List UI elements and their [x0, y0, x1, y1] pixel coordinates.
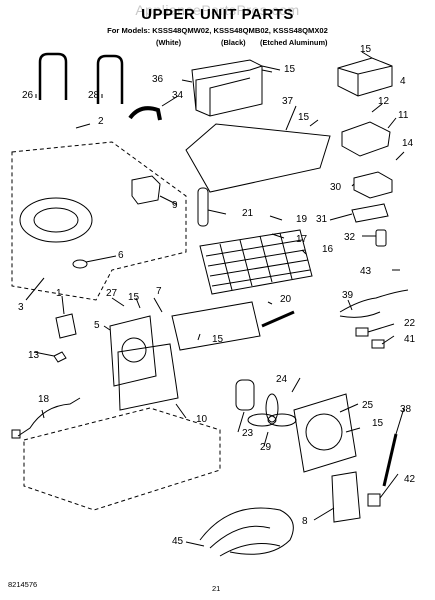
- page-number: 21: [212, 584, 221, 593]
- callout: 39: [342, 290, 354, 301]
- callout: 14: [402, 138, 414, 149]
- evaporator-cover: [191, 59, 263, 117]
- callout: 15: [284, 64, 296, 75]
- condenser-coil: [199, 229, 313, 295]
- finish-etched-aluminum: (Etched Aluminum): [260, 38, 328, 47]
- filter-drier: [197, 187, 209, 227]
- overload-relay: [131, 175, 161, 205]
- upper-cover-plate: [185, 123, 331, 193]
- base-plate: [117, 343, 179, 411]
- wire-harness-45: [199, 507, 294, 557]
- callout: 34: [172, 90, 184, 101]
- callout: 25: [362, 400, 374, 411]
- callout: 9: [172, 200, 178, 211]
- condenser-bracket: [171, 301, 261, 351]
- page-title: UPPER UNIT PARTS: [141, 6, 294, 23]
- callout: 29: [260, 442, 272, 453]
- callout: 30: [330, 182, 342, 193]
- model-list: For Models: KSSS48QMW02, KSSS48QMB02, KS…: [107, 26, 328, 35]
- finish-white: (White): [156, 38, 182, 47]
- document-number: 8214576: [8, 580, 38, 589]
- lower-base-region: [23, 407, 221, 511]
- callout: 15: [128, 292, 140, 303]
- heater-tube: [261, 310, 295, 328]
- control-board: [341, 121, 391, 157]
- callout: 18: [38, 394, 50, 405]
- callout: 38: [400, 404, 412, 415]
- callout: 31: [316, 214, 328, 225]
- callout: 6: [118, 250, 124, 261]
- callout: 26: [22, 90, 34, 101]
- callout: 45: [172, 536, 184, 547]
- terminal-41: [371, 339, 385, 349]
- wire-harness-39: [339, 289, 409, 318]
- callout: 16: [322, 244, 334, 255]
- callout: 15: [298, 112, 310, 123]
- callout: 32: [344, 232, 356, 243]
- callout: 22: [404, 318, 416, 329]
- callout: 19: [296, 214, 308, 225]
- tube-bracket-26: [38, 52, 68, 100]
- callout: 15: [212, 334, 224, 345]
- callout: 28: [88, 90, 100, 101]
- capacitor: [375, 229, 387, 247]
- callout: 36: [152, 74, 164, 85]
- damper-rod: [382, 433, 398, 487]
- drain-tube: [128, 106, 162, 121]
- harness-18: [17, 397, 81, 437]
- callout: 11: [398, 110, 409, 121]
- transformer: [351, 203, 389, 223]
- grommet: [72, 259, 88, 269]
- start-device: [55, 313, 77, 339]
- electronic-cover: [337, 57, 393, 97]
- callout: 4: [400, 76, 406, 87]
- callout: 41: [404, 334, 416, 345]
- callout: 15: [372, 418, 384, 429]
- callout: 7: [156, 286, 162, 297]
- callout: 21: [242, 208, 254, 219]
- fan-blade: [247, 393, 297, 427]
- fan-motor: [235, 379, 255, 411]
- callout: 5: [94, 320, 100, 331]
- callout-labels: 15 4 26 28 36 34 15 37 2 12 15 11 14 30 …: [18, 44, 416, 547]
- callout: 3: [18, 302, 24, 313]
- callout: 13: [28, 350, 40, 361]
- callout: 20: [280, 294, 292, 305]
- callout: 43: [360, 266, 372, 277]
- clip: [367, 493, 381, 507]
- connector-18: [11, 429, 21, 439]
- callout: 17: [296, 234, 308, 245]
- tube-bracket-28: [96, 54, 124, 104]
- callout: 15: [360, 44, 372, 55]
- callout: 10: [196, 414, 208, 425]
- compressor-region: [11, 141, 187, 301]
- mounting-bracket: [331, 471, 361, 523]
- callout: 2: [98, 116, 104, 127]
- fan-shroud-square: [293, 393, 357, 473]
- callout: 1: [56, 288, 62, 299]
- finish-black: (Black): [221, 38, 246, 47]
- callout: 37: [282, 96, 294, 107]
- compressor: [19, 197, 93, 243]
- relay: [353, 171, 393, 199]
- terminal-22: [355, 327, 369, 337]
- callout: 8: [302, 516, 308, 527]
- fan-shroud: [109, 315, 157, 387]
- callout: 23: [242, 428, 254, 439]
- callout: 42: [404, 474, 416, 485]
- callout: 12: [378, 96, 390, 107]
- watermark: AppliancePartsPros.com: [135, 2, 300, 18]
- callout: 27: [106, 288, 118, 299]
- clip-13: [53, 351, 67, 363]
- callout: 24: [276, 374, 288, 385]
